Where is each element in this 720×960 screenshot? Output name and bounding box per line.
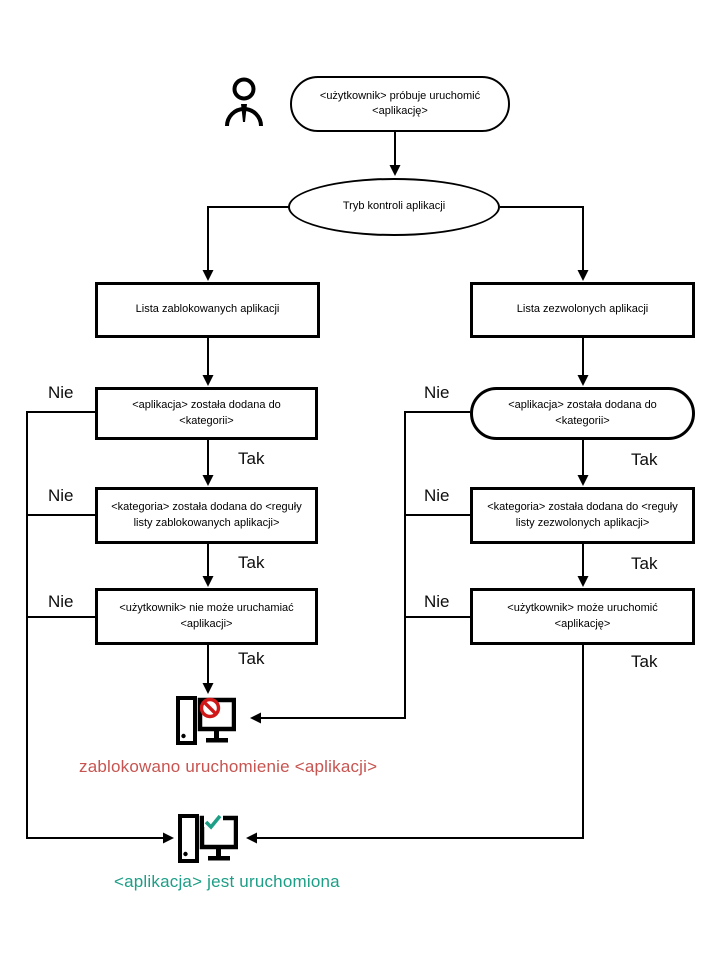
node-start: <użytkownik> próbuje uruchomić <aplikacj… bbox=[290, 76, 510, 132]
node-right-app-added: <aplikacja> została dodana do <kategorii… bbox=[470, 387, 695, 440]
label-yes-right-2: Tak bbox=[631, 554, 658, 573]
node-right-category-added: <kategoria> została dodana do <reguły li… bbox=[470, 487, 695, 544]
label-no-right-2: Nie bbox=[424, 486, 450, 505]
node-left-category-added: <kategoria> została dodana do <reguły li… bbox=[95, 487, 318, 544]
node-allow-list: Lista zezwolonych aplikacji bbox=[470, 282, 695, 338]
edge-left-no-trunk bbox=[26, 411, 163, 839]
label-no-right-3: Nie bbox=[424, 592, 450, 611]
person-icon bbox=[225, 77, 263, 127]
label-no-right-1: Nie bbox=[424, 383, 450, 402]
label-yes-left-2: Tak bbox=[238, 553, 265, 572]
node-control-mode: Tryb kontroli aplikacji bbox=[288, 178, 500, 236]
label-yes-left-3: Tak bbox=[238, 649, 265, 668]
blocked-result-text: zablokowano uruchomienie <aplikacji> bbox=[79, 757, 378, 776]
node-left-app-added: <aplikacja> została dodana do <kategorii… bbox=[95, 387, 318, 440]
arrowheads bbox=[163, 165, 589, 844]
node-right-user-can-run: <użytkownik> może uruchomić <aplikację> bbox=[470, 588, 695, 645]
label-no-left-1: Nie bbox=[48, 383, 74, 402]
node-left-user-cannot-run: <użytkownik> nie może uruchamiać <aplika… bbox=[95, 588, 318, 645]
blocked-computer-icon bbox=[176, 696, 236, 745]
edge-mode-to-denylist bbox=[207, 206, 290, 270]
edge-mode-to-allowlist bbox=[500, 206, 584, 270]
edge-right3-yes bbox=[257, 645, 584, 839]
check-icon bbox=[204, 814, 223, 830]
edge-right-no-trunk bbox=[261, 411, 470, 719]
label-yes-right-3: Tak bbox=[631, 652, 658, 671]
allowed-computer-icon bbox=[178, 814, 238, 863]
label-yes-right-1: Tak bbox=[631, 450, 658, 469]
label-no-left-2: Nie bbox=[48, 486, 74, 505]
label-yes-left-1: Tak bbox=[238, 449, 265, 468]
allowed-result-text: <aplikacja> jest uruchomiona bbox=[114, 872, 340, 891]
ban-icon bbox=[199, 697, 221, 719]
label-no-left-3: Nie bbox=[48, 592, 74, 611]
node-deny-list: Lista zablokowanych aplikacji bbox=[95, 282, 320, 338]
